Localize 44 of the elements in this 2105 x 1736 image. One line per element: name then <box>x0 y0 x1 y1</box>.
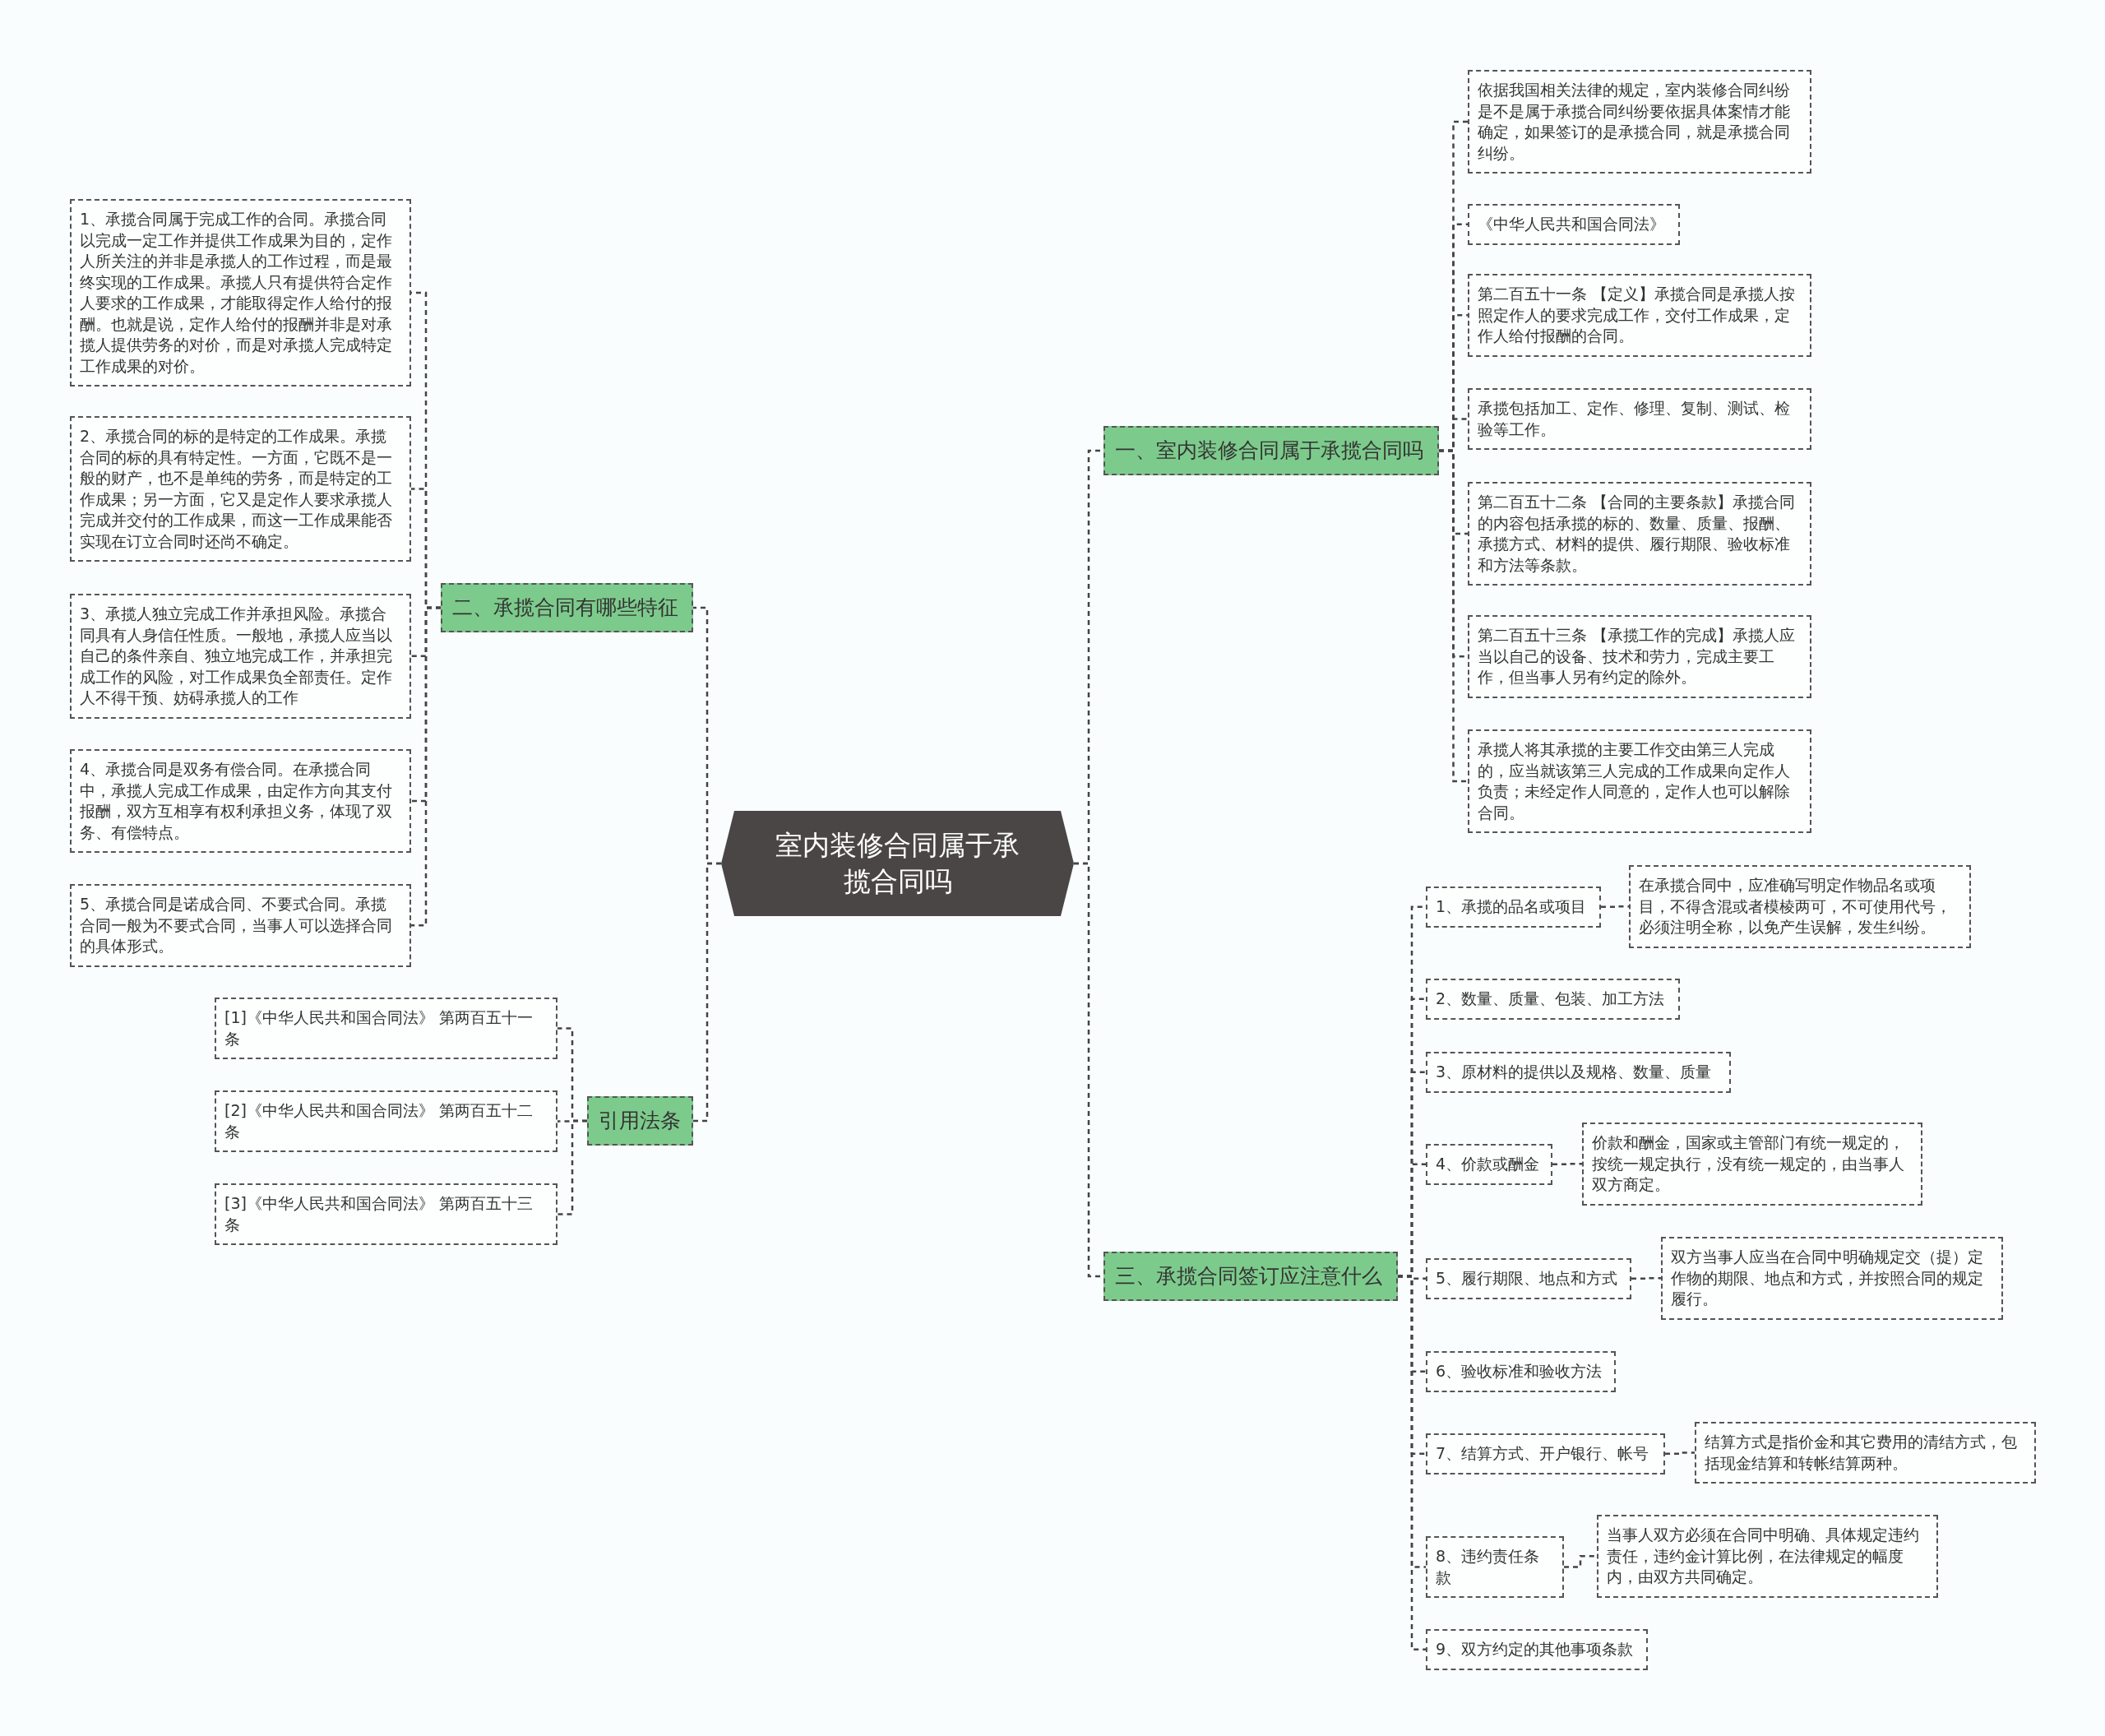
note-box: 6、验收标准和验收方法 <box>1426 1351 1616 1392</box>
note-box: 承揽包括加工、定作、修理、复制、测试、检验等工作。 <box>1468 388 1811 450</box>
note-box: 8、违约责任条款 <box>1426 1536 1564 1598</box>
connector-line <box>693 862 721 1123</box>
connector-line <box>1564 1555 1597 1568</box>
note-box: 承揽人将其承揽的主要工作交由第三人完成的，应当就该第三人完成的工作成果向定作人负责；未经定作人同意的，定作人也可以解除合同。 <box>1468 729 1811 833</box>
note-box: 4、承揽合同是双务有偿合同。在承揽合同中，承揽人完成工作成果，由定作方向其支付报酬，双方互相享有权利承担义务，体现了双务、有偿特点。 <box>70 749 411 853</box>
connector-line <box>1665 1451 1695 1455</box>
connector-line <box>411 606 441 927</box>
note-box: 3、原材料的提供以及规格、数量、质量 <box>1426 1052 1731 1093</box>
note-box: 2、承揽合同的标的是特定的工作成果。承揽合同的标的具有特定性。一方面，它既不是一般的财产，也不是单纯的劳务，而是特定的工作成果；另一方面，它又是定作人要求承揽人完成并交付的工作成果，而这一工作成果能否实现在订立合同时还尚不确定。 <box>70 416 411 562</box>
note-box: 1、承揽的品名或项目 <box>1426 887 1601 928</box>
note-box: 价款和酬金，国家或主管部门有统一规定的，按统一规定执行，没有统一规定的，由当事人双方商定。 <box>1582 1123 1922 1206</box>
connector-line <box>557 1119 587 1215</box>
note-box: 5、承揽合同是诺成合同、不要式合同。承揽合同一般为不要式合同，当事人可以选择合同的具体形式。 <box>70 884 411 967</box>
topic-box: 一、室内装修合同属于承揽合同吗 <box>1103 426 1439 475</box>
topic-box: 引用法条 <box>587 1096 693 1146</box>
central-topic: 室内装修合同属于承揽合同吗 <box>721 811 1074 916</box>
note-box: 在承揽合同中，应准确写明定作物品名或项目，不得含混或者模棱两可，不可使用代号，必须注明全称，以免产生误解，发生纠纷。 <box>1629 865 1971 948</box>
connector-line <box>1552 1163 1582 1165</box>
note-box: 2、数量、质量、包装、加工方法 <box>1426 979 1680 1020</box>
note-box: [2]《中华人民共和国合同法》 第两百五十二条 <box>215 1090 557 1152</box>
note-box: 依据我国相关法律的规定，室内装修合同纠纷是不是属于承揽合同纠纷要依据具体案情才能确定，如果签订的是承揽合同，就是承揽合同纠纷。 <box>1468 70 1811 174</box>
note-box: 1、承揽合同属于完成工作的合同。承揽合同以完成一定工作并提供工作成果为目的，定作人所关注的并非是承揽人的工作过程，而是最终实现的工作成果。承揽人只有提供符合定作人要求的工作成果，才能取得定作人给付的报酬。也就是说，定作人给付的报酬并非是对承揽人提供劳务的对价，而是对承揽人完成特定工作成果的对价。 <box>70 199 411 387</box>
connector-line <box>1398 1275 1426 1650</box>
note-box: [1]《中华人民共和国合同法》 第两百五十一条 <box>215 998 557 1059</box>
connector-line <box>1601 905 1629 908</box>
note-box: 《中华人民共和国合同法》 <box>1468 204 1680 245</box>
topic-box: 三、承揽合同签订应注意什么 <box>1103 1252 1398 1301</box>
connector-line <box>1631 1277 1661 1280</box>
note-box: 当事人双方必须在合同中明确、具体规定违约责任，违约金计算比例，在法律规定的幅度内，由双方共同确定。 <box>1597 1515 1938 1598</box>
note-box: 结算方式是指价金和其它费用的清结方式，包括现金结算和转帐结算两种。 <box>1695 1422 2036 1484</box>
note-box: 第二百五十一条 【定义】承揽合同是承揽人按照定作人的要求完成工作，交付工作成果，定作人给付报酬的合同。 <box>1468 274 1811 357</box>
topic-box: 二、承揽合同有哪些特征 <box>441 583 693 632</box>
note-box: 第二百五十二条 【合同的主要条款】承揽合同的内容包括承揽的标的、数量、质量、报酬、承揽方式、材料的提供、履行期限、验收标准和方法等条款。 <box>1468 482 1811 586</box>
note-box: 双方当事人应当在合同中明确规定交（提）定作物的期限、地点和方式，并按照合同的规定履行。 <box>1661 1237 2003 1320</box>
note-box: 7、结算方式、开户银行、帐号 <box>1426 1433 1665 1474</box>
connector-line <box>1439 449 1468 783</box>
note-box: 第二百五十三条 【承揽工作的完成】承揽人应当以自己的设备、技术和劳力，完成主要工作，但当事人另有约定的除外。 <box>1468 615 1811 698</box>
note-box: [3]《中华人民共和国合同法》 第两百五十三条 <box>215 1183 557 1245</box>
note-box: 5、履行期限、地点和方式 <box>1426 1258 1631 1299</box>
note-box: 4、价款或酬金 <box>1426 1144 1552 1185</box>
note-box: 9、双方约定的其他事项条款 <box>1426 1629 1648 1670</box>
note-box: 3、承揽人独立完成工作并承担风险。承揽合同具有人身信任性质。一般地，承揽人应当以自己的条件亲自、独立地完成工作，并承担完成工作的风险，对工作成果负全部责任。定作人不得干预、妨碍承揽人的工作 <box>70 594 411 719</box>
